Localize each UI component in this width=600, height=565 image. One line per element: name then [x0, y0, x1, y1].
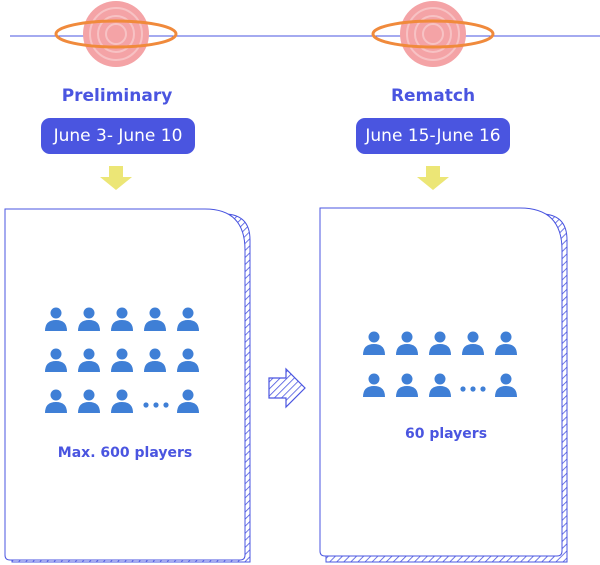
stage-title-rematch: Rematch — [390, 86, 476, 106]
date-badge-rematch: June 15-June 16 — [356, 118, 510, 154]
player-count-rematch: 60 players — [404, 426, 488, 442]
stage-title-preliminary: Preliminary — [61, 86, 173, 106]
rematch-card — [319, 207, 568, 563]
preliminary-player-grid — [45, 307, 199, 413]
planet-icon — [54, 1, 178, 67]
preliminary-card — [4, 208, 251, 563]
hatched-arrow-right-icon — [268, 367, 306, 409]
planet-icon — [371, 1, 495, 67]
ellipsis-icon — [143, 402, 169, 408]
ellipsis-icon — [460, 386, 486, 392]
arrow-down-icon — [100, 166, 132, 190]
date-badge-preliminary: June 3- June 10 — [41, 118, 195, 154]
player-count-preliminary: Max. 600 players — [57, 445, 193, 461]
rematch-player-grid — [363, 331, 517, 397]
arrow-down-icon — [417, 166, 449, 190]
